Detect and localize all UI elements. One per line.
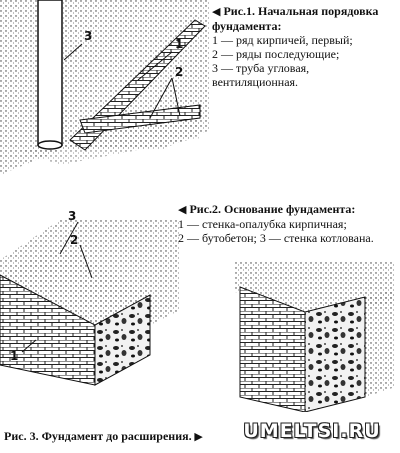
fig1-label-3: 3 <box>84 29 92 43</box>
fig1-label-2: 2 <box>175 65 183 79</box>
figure-3-caption: Рис. 3. Фундамент до расширения. ▶ <box>4 429 234 444</box>
figure-2-line-2: 2 — бутобетон; 3 — стенка котлована. <box>178 231 374 245</box>
pointer-left-icon: ◀ <box>178 204 187 216</box>
figure-1-line-2: 2 — ряды последующие; <box>212 47 340 61</box>
pointer-right-icon: ▶ <box>191 431 203 443</box>
vent-pipe <box>37 0 63 146</box>
fig1-label-1: 1 <box>175 37 183 51</box>
figure-1-line-1: 1 — ряд кирпичей, первый; <box>212 33 353 47</box>
figure-1-title: Рис.1. Начальная порядовка фундамента: <box>212 4 379 33</box>
fig3-label-3: 3 <box>68 209 76 223</box>
fig3-label-1: 1 <box>10 349 18 363</box>
figure-1-drawing: 1 2 3 <box>0 0 210 175</box>
figure-2-line-1: 1 — стенка-опалубка кирпичная; <box>178 217 347 231</box>
figure-2-drawing <box>235 262 395 412</box>
figure-2-title: Рис.2. Основание фундамента: <box>189 202 356 216</box>
pointer-left-icon: ◀ <box>212 6 221 18</box>
figure-1-line-3: 3 — труба угловая, вентиляционная. <box>212 61 310 89</box>
figure-1-caption: ◀Рис.1. Начальная порядовка фундамента: … <box>212 4 398 89</box>
fig3-label-2: 2 <box>70 233 78 247</box>
figure-3-drawing: 3 2 1 <box>0 209 180 386</box>
figure-3-title: Рис. 3. Фундамент до расширения. <box>4 429 192 443</box>
site-watermark: UMELTSI.RU <box>243 420 381 442</box>
figure-2-caption: ◀Рис.2. Основание фундамента: 1 — стенка… <box>178 202 398 245</box>
